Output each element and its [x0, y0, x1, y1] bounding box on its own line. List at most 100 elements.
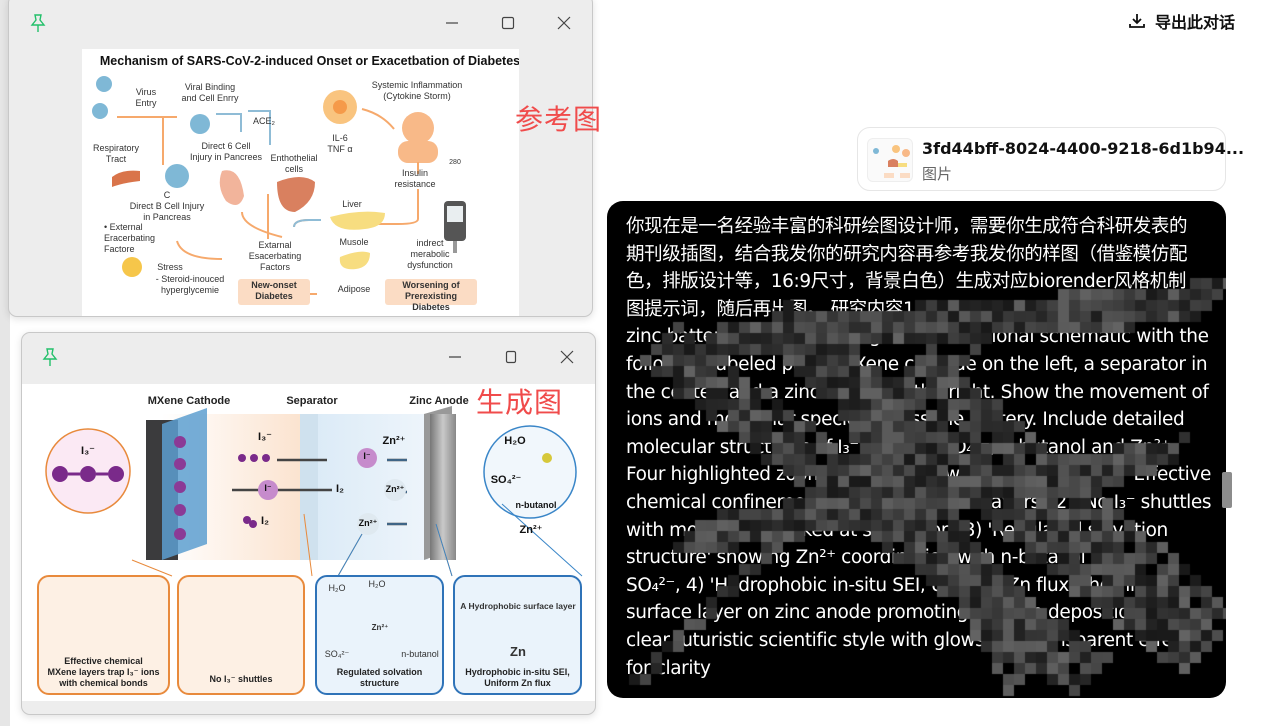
label-line: Worsening of: [402, 280, 460, 290]
label-line: (Cytokine Storm): [383, 91, 451, 101]
label-line: Eracerbating: [104, 233, 156, 243]
label-line: Direct B Cell Injury: [129, 201, 205, 211]
glucose-meter-reading: 280: [449, 159, 461, 166]
label-line: Direct 6 Cell: [201, 141, 251, 151]
zoom-panel-solvation: H₂O H₂O Zn²⁺ SO₄²⁻ n-butanol Regulated s…: [315, 575, 444, 695]
label-line: Diabetes: [255, 291, 293, 301]
label-line: Entry: [135, 98, 157, 108]
caption-line: Hydrophobic in-situ SEI,: [465, 667, 570, 677]
label-line: Enthothelial: [270, 153, 318, 163]
label-line: TNF α: [327, 144, 353, 154]
ion-label: Zn²⁺: [358, 518, 378, 528]
attachment-file-name: 3fd44bff-8024-4400-9218-6d1b94...: [922, 139, 1245, 158]
maximize-button[interactable]: [496, 342, 526, 372]
label-line: Respiratory: [92, 143, 140, 153]
download-icon: [1129, 14, 1145, 28]
caption-line: with chemical bonds: [59, 678, 148, 688]
label-line: C: [163, 190, 171, 200]
ion-label: Zn²⁺: [382, 435, 406, 447]
reference-tag-label: 参考图: [515, 103, 603, 136]
scrollbar-thumb[interactable]: [1222, 472, 1232, 508]
label-line: hyperglycemie: [160, 285, 220, 295]
caption-line: structure: [359, 678, 399, 688]
ion-label: I₃⁻: [258, 431, 272, 443]
message-line: SO₄²⁻, 4) 'Hydrophobic in-situ SEI, Unif…: [626, 574, 1153, 596]
ion-label: H₂O: [504, 435, 526, 447]
molecule-label: n-butanol: [401, 649, 439, 659]
header-zinc-anode: Zinc Anode: [409, 395, 469, 407]
close-button[interactable]: [552, 342, 582, 372]
caption-line: Effective chemical: [64, 656, 143, 666]
minimize-button[interactable]: [440, 342, 470, 372]
ion-label: SO₄²⁻: [490, 474, 522, 486]
message-line: zinc battery system showing a cross-sect…: [626, 326, 1209, 348]
caption-line: Uniform Zn flux: [484, 678, 551, 688]
label-line: New-onset: [251, 280, 297, 290]
molecule-label: H₂O: [368, 579, 386, 589]
background-window-edge: [0, 0, 10, 726]
caption-line: MXene layers trap I₃⁻ ions: [47, 667, 160, 677]
message-line: chemical confinement with I₃⁻ in MXene l…: [626, 491, 1212, 513]
message-line: 期刊级插图，结合我发你的研究内容再参考我发你的样图（借鉴模仿配: [626, 243, 1188, 265]
export-conversation-button[interactable]: 导出此对话: [1128, 9, 1235, 33]
label-line: cells: [284, 164, 304, 174]
message-line: Four highlighted zoom-in areas below sho…: [626, 464, 1211, 486]
message-line: for clarity: [626, 657, 711, 679]
label-line: Insulin: [401, 168, 428, 178]
label-line: indrect: [416, 238, 444, 248]
ion-label: I⁻: [363, 451, 371, 461]
reference-image-window[interactable]: Mechanism of SARS-CoV-2-induced Onset or…: [8, 0, 593, 317]
generated-tag-label: 生成图: [476, 386, 564, 419]
label-line: Tract: [105, 154, 127, 164]
label-line: Extarnal: [258, 240, 292, 250]
molecule-label: Zn²⁺: [371, 623, 389, 632]
message-line: following labeled parts: MXene cathode o…: [626, 353, 1208, 375]
image-attachment-card[interactable]: 3fd44bff-8024-4400-9218-6d1b94... 图片: [857, 127, 1244, 191]
message-line: clear futuristic scientific style with g…: [626, 629, 1199, 651]
label-line: • External: [104, 222, 143, 232]
reference-diagram-image: Mechanism of SARS-CoV-2-induced Onset or…: [82, 49, 519, 316]
attachment-thumbnail: [867, 138, 913, 182]
caption-line: Regulated solvation: [336, 667, 423, 677]
message-line: the center, and a zinc anode on the righ…: [626, 381, 1209, 403]
surface-layer-label: A Hydrophobic surface layer: [460, 601, 576, 611]
close-button[interactable]: [549, 8, 579, 38]
label-line: dysfunction: [407, 260, 453, 270]
message-line: surface layer on zinc anode promoting un…: [626, 602, 1185, 624]
label-line: Factors: [259, 262, 291, 272]
label-systemic-inflammation: Systemic Inflammation(Cytokine Storm): [372, 80, 463, 102]
pin-icon[interactable]: [35, 342, 65, 372]
header-mxene-cathode: MXene Cathode: [147, 395, 231, 407]
label-line: Injury in Pancrees: [189, 152, 263, 162]
label-line: merabolic: [410, 249, 450, 259]
message-line: 色，排版设计等，16:9尺寸，背景白色）生成对应biorender风格机制: [626, 271, 1186, 293]
ion-label: Zn²⁺: [519, 524, 543, 536]
maximize-button[interactable]: [493, 8, 523, 38]
minimize-button[interactable]: [437, 8, 467, 38]
header-separator: Separator: [286, 395, 338, 407]
label-line: Systemic Inflammation: [371, 80, 463, 90]
ion-label: I₂: [336, 483, 344, 495]
generated-image-window[interactable]: MXene Cathode Separator Zinc Anode I₃⁻ I…: [21, 332, 596, 715]
pin-icon[interactable]: [23, 8, 53, 38]
message-line: structure' showing Zn²⁺ coordination wit…: [626, 547, 1125, 569]
label-line: Esacerbating: [248, 251, 302, 261]
ion-label: n-butanol: [515, 500, 557, 510]
attachment-file-type: 图片: [922, 165, 953, 183]
label-line: Prerexisting Diabetes: [404, 291, 458, 312]
export-label: 导出此对话: [1155, 13, 1236, 32]
zn-label: Zn: [510, 644, 526, 659]
ion-label: I₃⁻: [81, 445, 95, 457]
label-liver: Liver: [342, 199, 362, 209]
message-line: with molecules blocked at separator', 3)…: [626, 519, 1168, 541]
